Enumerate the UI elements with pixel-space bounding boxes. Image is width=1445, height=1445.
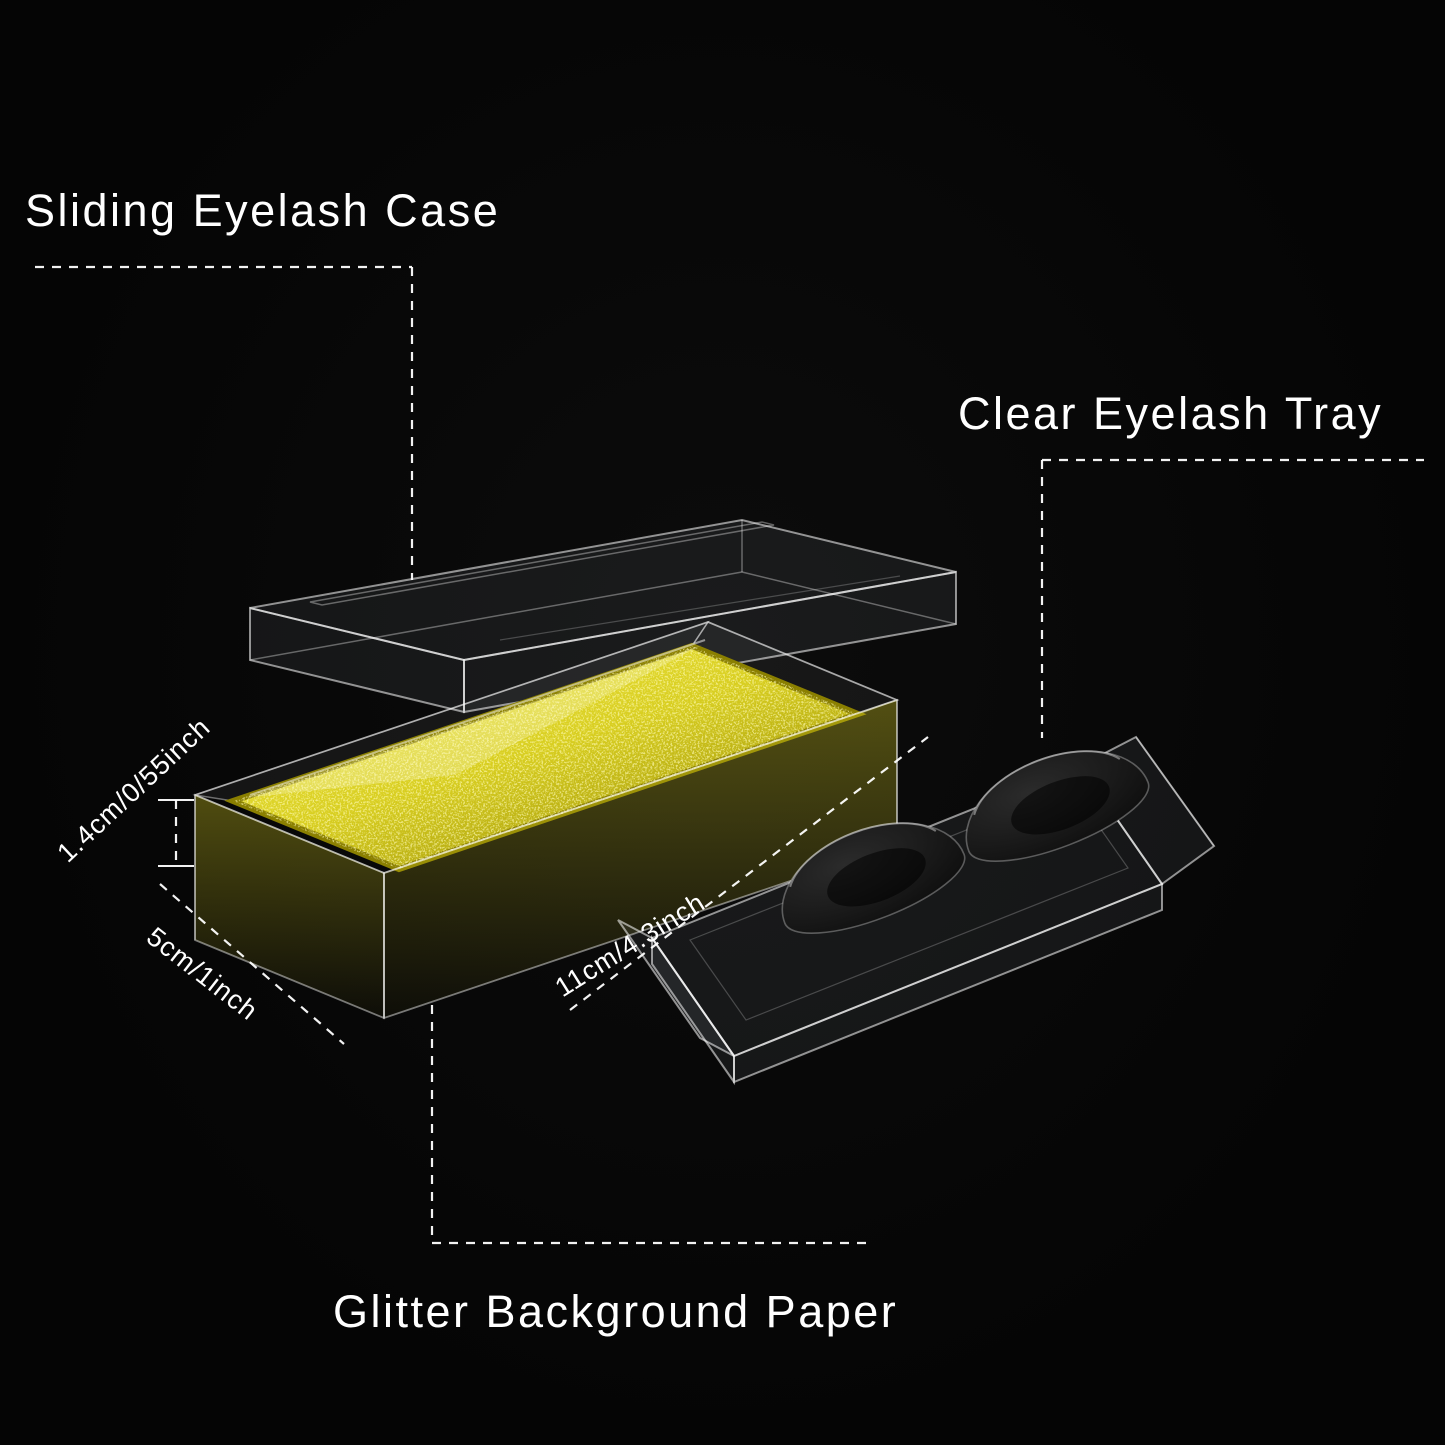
lid-slot	[309, 521, 775, 606]
label-sliding-eyelash-case: Sliding Eyelash Case	[25, 185, 501, 236]
sliding-case-lid	[249, 518, 957, 714]
measure-line-length	[569, 736, 929, 1011]
eyelash-tray	[617, 735, 1216, 1086]
label-clear-eyelash-tray: Clear Eyelash Tray	[958, 388, 1384, 439]
lash-holder-left	[781, 822, 966, 934]
label-glitter-background-paper: Glitter Background Paper	[333, 1286, 899, 1337]
measure-line-width	[159, 883, 345, 1045]
lash-holder-right	[965, 750, 1150, 862]
glitter-case-box	[192, 620, 900, 1020]
annotation-lines	[35, 265, 1424, 1245]
